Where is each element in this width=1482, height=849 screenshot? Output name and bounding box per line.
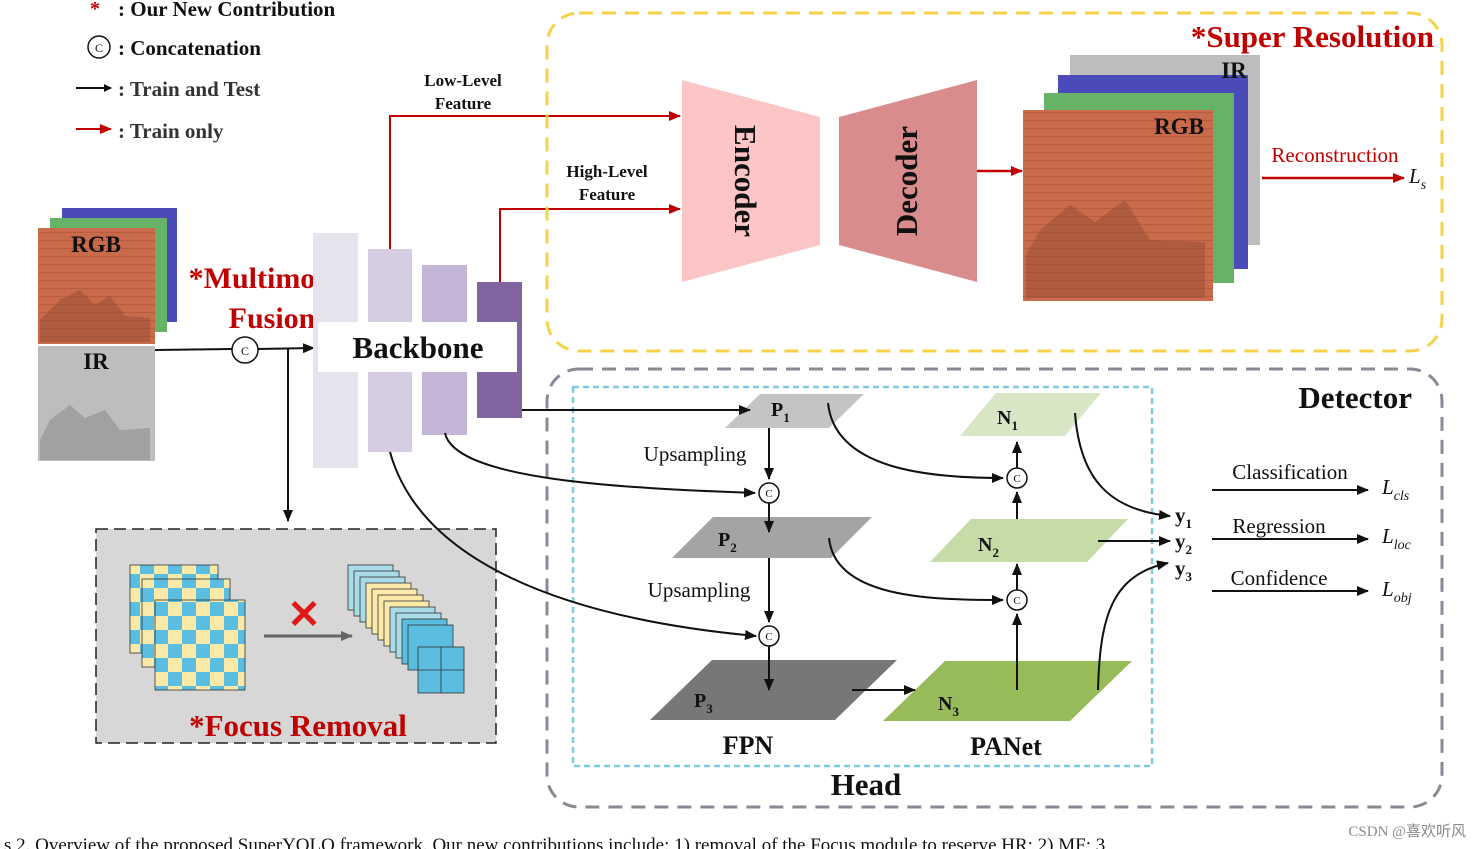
backbone-label-box [318,322,517,372]
detector-border [545,367,1444,809]
reconstruction-label: Reconstruction [1271,143,1399,167]
legend-concat-label: : Concatenation [118,36,261,60]
focus-removal-title: *Focus Removal [189,708,407,743]
high-level-label-1: High-Level [566,162,647,181]
figure-caption: s 2. Overview of the proposed SuperYOLO … [4,835,1105,849]
low-level-label-1: Low-Level [424,71,502,90]
panet-n2-block [930,519,1128,562]
fpn-p3-label: P3 [694,690,713,716]
encoder-block [682,80,820,282]
upsampling-label-2: Upsampling [648,578,751,602]
upsampling-label-1: Upsampling [644,442,747,466]
fpn-p2-label: P2 [718,529,737,555]
regression-loss: Lloc [1381,524,1412,553]
backbone: Backbone [313,233,522,468]
classification-label: Classification [1232,460,1348,484]
sr-title: *Super Resolution [1191,19,1434,54]
panet-n1-block [960,393,1101,436]
legend-concat-icon [87,35,111,59]
watermark: CSDN @喜欢听风 [1348,823,1466,840]
backbone-label: Backbone [353,330,484,365]
confidence-loss: Lobj [1381,577,1412,606]
low-level-feature-arrow [389,111,681,249]
detector-title: Detector [1298,380,1412,415]
output-y2: y2 [1175,529,1192,557]
sr-output-rgb [1023,110,1213,301]
input-images: RGB IR [38,208,177,461]
fpn-label: FPN [723,731,774,760]
fusion-title-line2: Fusion [229,302,316,335]
focus-sliced-stack [347,564,465,694]
svg-text:C: C [1013,473,1020,485]
fpn-p1-block [725,394,864,428]
sr-border [545,11,1444,353]
n1-to-y1 [1074,412,1171,520]
svg-text:C: C [765,631,772,643]
legend: * : Our New Contribution C : Concatenati… [76,0,336,143]
focus-removal-module: ✕ *Focus Removal [95,528,497,744]
backbone-to-c2-curve [389,451,757,640]
output-y1: y1 [1175,503,1192,531]
head-title: Head [831,767,902,802]
panet-n3-label: N3 [938,693,959,719]
high-level-label-2: Feature [579,185,636,204]
input-rgb-label: RGB [71,232,121,257]
panet-label: PANet [970,732,1042,761]
fpn-p1-label: P1 [771,399,790,425]
output-y3: y3 [1175,556,1193,584]
regression-label: Regression [1232,514,1326,538]
svg-text:C: C [765,488,772,500]
low-level-label-2: Feature [435,94,492,113]
svg-text:C: C [241,344,249,358]
decoder-block [839,80,977,282]
panet-n1-label: N1 [997,407,1018,433]
panet-n3-block [883,661,1132,721]
input-concat-icon [231,336,259,364]
decoder-label: Decoder [889,126,924,236]
input-rgb-image [38,228,155,344]
fpn-p2-block [672,517,872,558]
legend-train-only-label: : Train only [118,119,224,143]
encoder-label: Encoder [728,125,763,237]
focus-input-tensor [154,599,246,691]
p2-to-panet-concat-2 [828,537,1004,605]
svg-text:C: C [1013,595,1020,607]
sr-output-rgb-label: RGB [1154,114,1204,139]
legend-contribution-label: : Our New Contribution [118,0,336,21]
sr-loss-label: Ls [1408,164,1427,193]
panet-n2-label: N2 [978,534,999,560]
legend-contribution-star: * [90,0,100,20]
classification-loss: Lcls [1381,475,1410,504]
detector-module: Detector Head P1 P2 P3 N1 N2 N3 FPN PANe… [389,367,1444,809]
backbone-to-c1-curve [444,432,756,498]
sr-output-ir-label: IR [1221,58,1247,83]
svg-text:C: C [95,41,103,55]
confidence-label: Confidence [1231,566,1328,590]
high-level-feature-arrow [499,204,681,282]
super-resolution-module: *Super Resolution Encoder Decoder IR RGB… [545,11,1444,353]
p1-to-panet-concat-1 [827,402,1004,483]
focus-removal-cross-icon: ✕ [287,592,321,637]
input-ir-label: IR [83,349,109,374]
n3-to-y3 [1097,560,1169,691]
legend-train-test-label: : Train and Test [118,77,260,101]
